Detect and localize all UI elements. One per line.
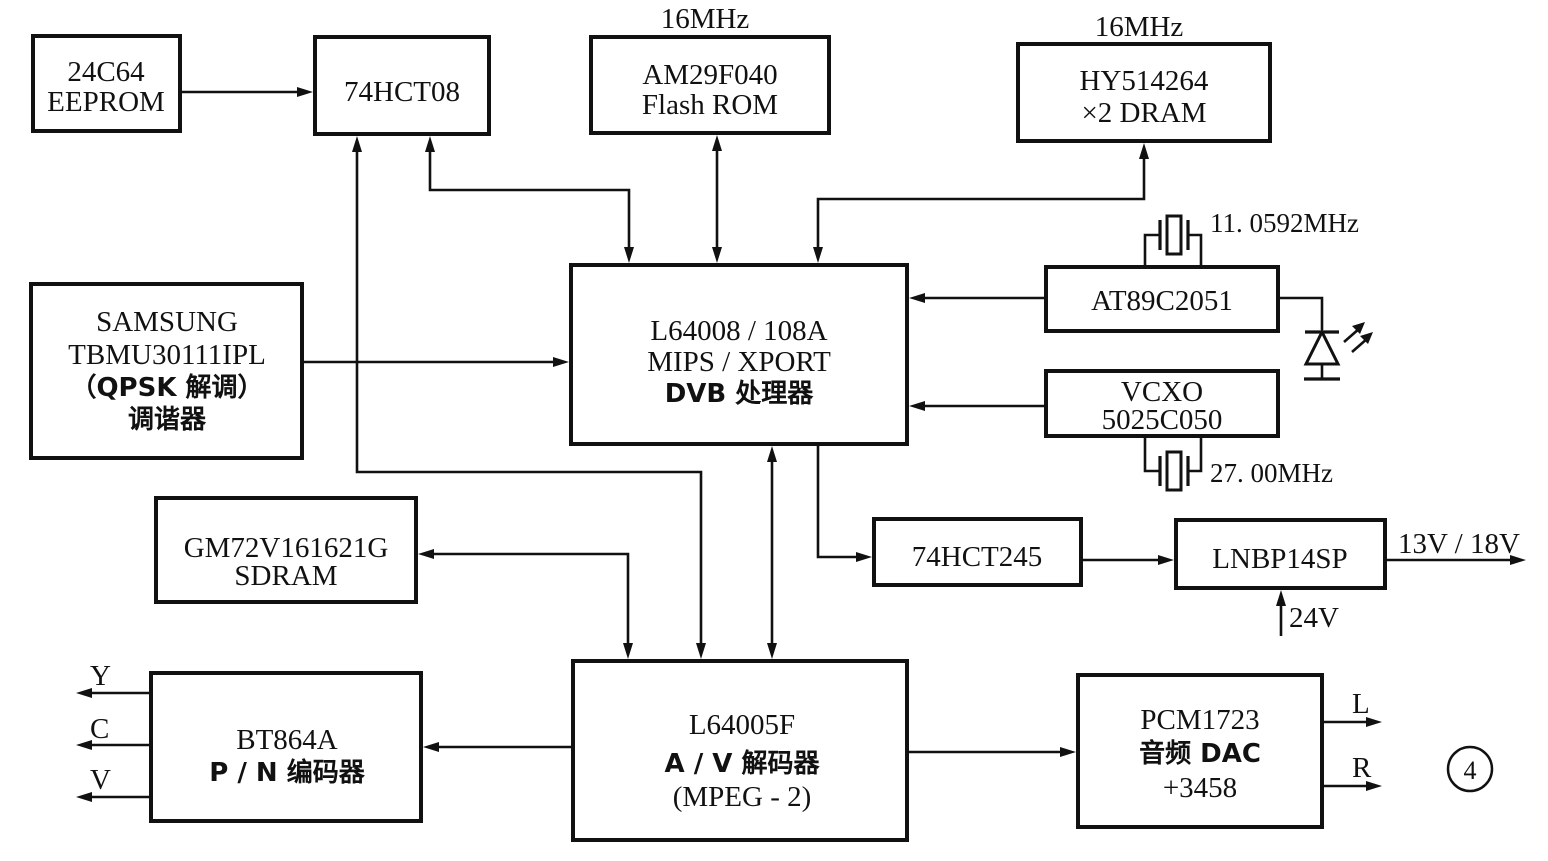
encoder-block xyxy=(149,671,423,823)
dvb-proc-label-1: L64008 / 108A xyxy=(650,315,827,347)
tuner-label-4: 调谐器 xyxy=(128,405,207,435)
encoder-label-2: P / N 编码器 xyxy=(209,757,365,788)
dvb-proc-label-2: MIPS / XPORT xyxy=(647,346,831,378)
dram-freq-label: 16MHz xyxy=(1095,11,1184,43)
flash-freq-label: 16MHz xyxy=(661,3,750,35)
tuner-block xyxy=(29,282,304,460)
vcxo-label-2: 5025C050 xyxy=(1102,404,1223,436)
encoder-label-1: BT864A xyxy=(236,724,338,756)
crystal-11mhz-label: 11. 0592MHz xyxy=(1210,208,1359,238)
dvb-proc-label-3: DVB 处理器 xyxy=(665,379,815,409)
vcxo-block xyxy=(1044,369,1280,438)
av-decoder-label-2: A / V 解码器 xyxy=(665,749,821,779)
lnb-label: LNBP14SP xyxy=(1212,543,1347,575)
figure-number: 4 xyxy=(1464,756,1477,785)
buffer-label: 74HCT245 xyxy=(912,541,1043,573)
tuner-label-2: TBMU30111IPL xyxy=(68,339,266,371)
audio-out-r: R xyxy=(1352,752,1372,784)
audio-dac-block xyxy=(1076,673,1324,829)
dram-block xyxy=(1016,42,1272,143)
av-decoder-block xyxy=(571,659,909,842)
eeprom-label-1: 24C64 xyxy=(67,56,145,88)
encoder-out-v: V xyxy=(90,764,111,796)
audio-out-l: L xyxy=(1352,688,1370,720)
dram-label-1: HY514264 xyxy=(1080,65,1209,97)
crystal-11mhz-icon xyxy=(1143,214,1203,267)
tuner-label-3: （QPSK 解调） xyxy=(70,373,263,403)
dram-label-2: ×2 DRAM xyxy=(1081,97,1206,129)
buffer-block xyxy=(872,517,1083,587)
dvb-processor-block xyxy=(569,263,909,446)
encoder-out-c: C xyxy=(90,713,109,745)
audio-dac-label-1: PCM1723 xyxy=(1140,704,1259,736)
av-decoder-label-1: L64005F xyxy=(689,709,795,741)
flash-label-1: AM29F040 xyxy=(642,59,777,91)
mcu-block xyxy=(1044,265,1280,333)
lnb-block xyxy=(1174,518,1387,590)
and-gate-block xyxy=(313,35,491,136)
crystal-27mhz-icon xyxy=(1143,436,1203,492)
eeprom-label-2: EEPROM xyxy=(47,86,165,118)
av-decoder-label-3: (MPEG - 2) xyxy=(673,781,812,813)
flash-label-2: Flash ROM xyxy=(642,89,778,121)
led-icon xyxy=(1278,296,1373,381)
sdram-label-1: GM72V161621G xyxy=(184,532,389,564)
encoder-out-y: Y xyxy=(90,660,111,692)
mcu-label: AT89C2051 xyxy=(1091,285,1233,317)
lnb-supply-label: 24V xyxy=(1289,602,1339,634)
tuner-label-1: SAMSUNG xyxy=(96,306,238,338)
crystal-27mhz-label: 27. 00MHz xyxy=(1210,458,1333,488)
lnb-output-label: 13V / 18V xyxy=(1398,528,1520,560)
eeprom-block xyxy=(31,34,182,133)
connection-wires xyxy=(76,87,1526,802)
and-gate-label: 74HCT08 xyxy=(344,76,460,108)
vcxo-label-1: VCXO xyxy=(1121,376,1203,408)
audio-dac-label-2: 音频 DAC xyxy=(1139,738,1261,769)
figure-number-circle xyxy=(1446,745,1494,793)
sdram-label-2: SDRAM xyxy=(234,560,337,592)
audio-dac-label-3: +3458 xyxy=(1163,772,1237,804)
sdram-block xyxy=(154,496,418,604)
flash-rom-block xyxy=(589,35,831,135)
